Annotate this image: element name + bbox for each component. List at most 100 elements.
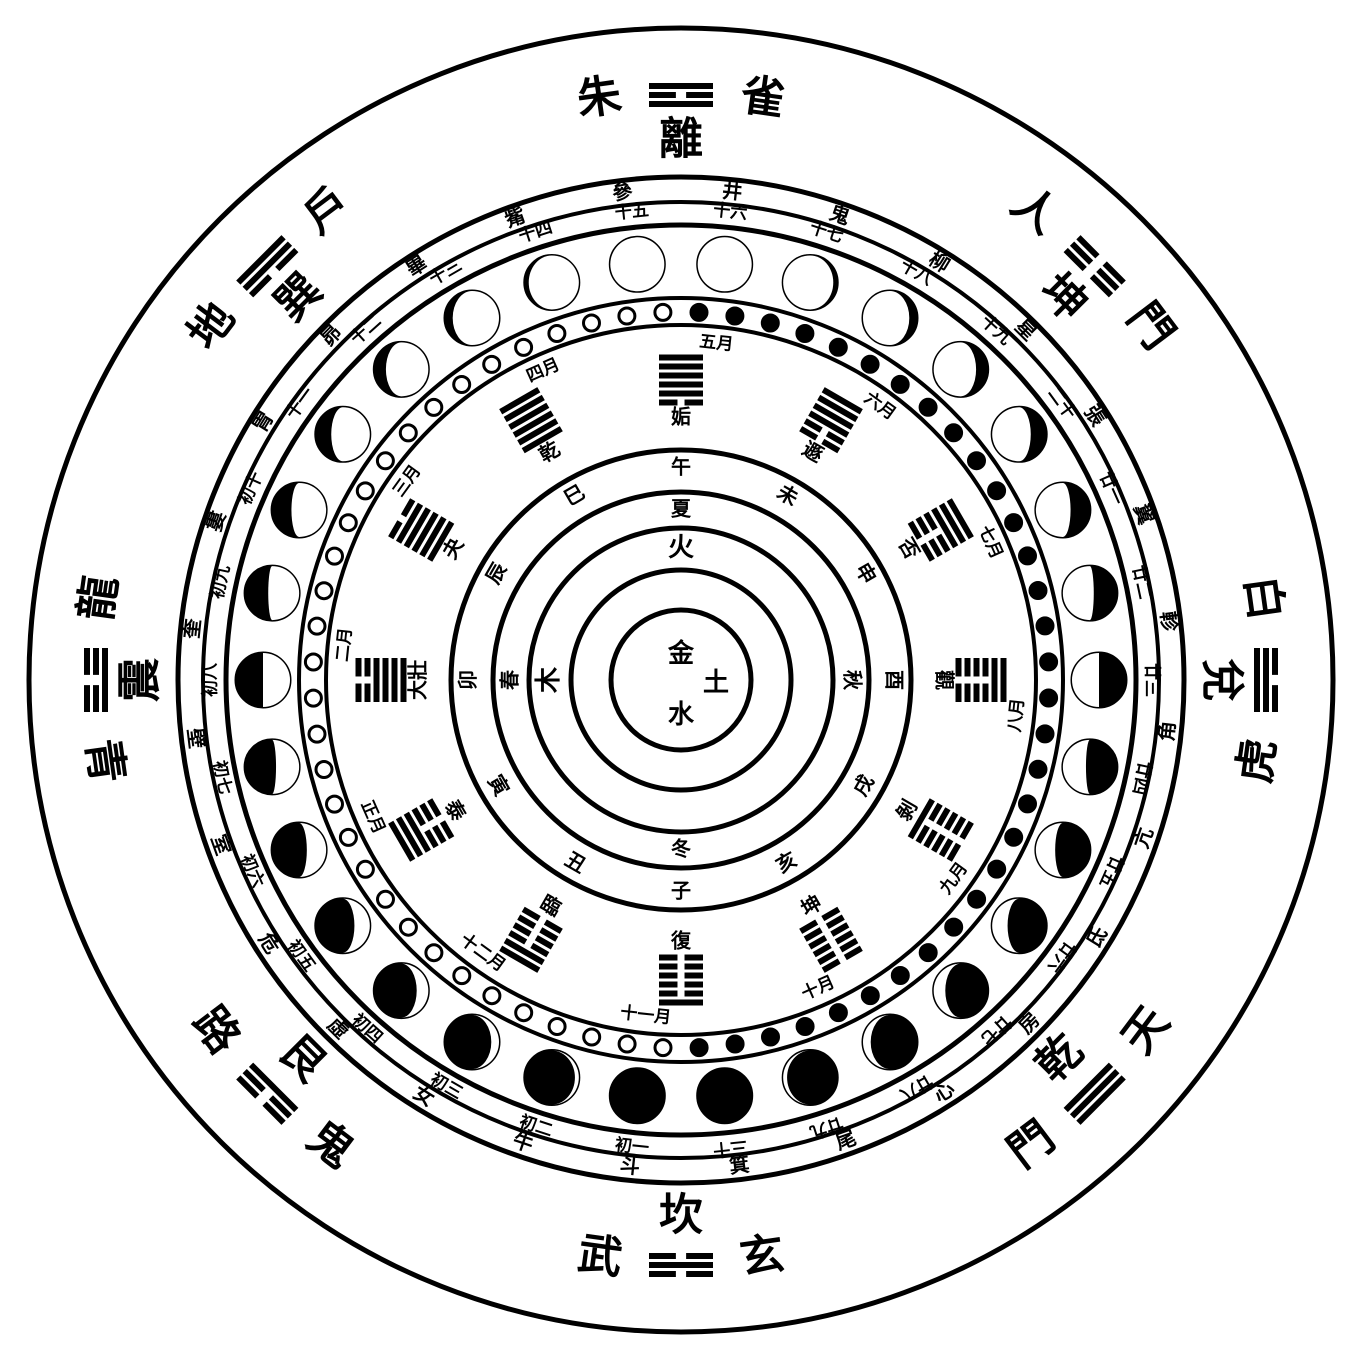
hexagram-name: 遯 [798, 436, 827, 467]
month-label: 十一月 [619, 1002, 672, 1028]
mansion-ring-outer [175, 174, 1187, 1186]
light-bead [376, 889, 395, 909]
light-bead [424, 397, 444, 417]
season-label: 春 [498, 669, 522, 691]
moon-day-label: 十一 [282, 383, 319, 423]
hexagram-name: 復 [670, 929, 692, 953]
moon-day-label: 初八 [200, 662, 221, 697]
season-label: 冬 [671, 837, 691, 861]
dark-bead [987, 481, 1007, 501]
direction-char: 天 [1112, 997, 1179, 1063]
dark-bead [828, 1003, 848, 1023]
dark-bead [918, 397, 938, 417]
dark-bead [725, 1034, 745, 1054]
light-bead [338, 513, 358, 533]
moon-phase [270, 481, 328, 539]
hexagram-name: 姤 [671, 405, 691, 429]
bead-ring-outer [297, 296, 1065, 1064]
light-bead [338, 827, 358, 847]
dark-bead [1028, 581, 1048, 600]
trigram-southeast [236, 235, 299, 298]
month-hexagram [355, 658, 407, 702]
moon-phase [372, 962, 430, 1020]
moon-day-label: 十九 [977, 311, 1016, 349]
dark-bead [1035, 616, 1055, 636]
dark-bead [987, 859, 1007, 879]
month-hexagram [799, 906, 863, 973]
mansion-label: 箕 [728, 1152, 751, 1178]
month-hexagram [907, 798, 974, 862]
trigram-name: 巽 [265, 264, 332, 331]
moon-day-label: 初五 [283, 936, 320, 976]
moon-phase [1061, 738, 1119, 796]
branch-label: 酉 [883, 670, 907, 690]
moon-phase [314, 405, 372, 463]
moon-day-label: 十五 [614, 199, 650, 223]
light-bead [307, 616, 327, 636]
moon-day-label: 廿三 [1142, 663, 1163, 697]
dark-bead [760, 313, 780, 333]
light-bead [547, 324, 567, 343]
dark-bead [860, 354, 880, 374]
month-label: 二月 [333, 627, 356, 663]
dark-bead [761, 1027, 780, 1047]
trigram-name: 坤 [1030, 264, 1097, 331]
hexagram-name: 大壯 [406, 660, 430, 700]
light-bead [582, 1027, 602, 1047]
moon-day-label: 三十 [712, 1136, 748, 1160]
branch-label: 亥 [772, 847, 801, 878]
moon-ring-outer [223, 222, 1139, 1138]
direction-char: 青 [76, 736, 133, 787]
bead-ring [303, 302, 1059, 1058]
dark-bead [860, 986, 880, 1006]
mansion-label: 參 [611, 179, 635, 205]
trigram-name: 離 [659, 114, 703, 165]
dark-bead [944, 917, 964, 937]
mansion-label: 井 [721, 178, 743, 204]
light-bead [514, 337, 534, 357]
moon-phase [1061, 564, 1119, 622]
trigram-west [1254, 648, 1278, 712]
moon-phases [234, 235, 1128, 1125]
moon-phase [523, 1049, 581, 1106]
light-bead [325, 794, 344, 814]
direction-char: 雀 [737, 69, 788, 126]
season-label: 夏 [671, 497, 692, 521]
moon-phase [1034, 481, 1092, 539]
moon-phase [696, 235, 754, 293]
season-label: 秋 [841, 670, 865, 691]
moon-phase [608, 235, 666, 293]
direction-char: 白 [1235, 573, 1292, 624]
dark-bead [689, 1038, 709, 1058]
trigram-south [649, 83, 713, 107]
dark-bead [725, 306, 745, 326]
planet-label: 火 [668, 533, 694, 563]
moon-day-label: 十二 [346, 311, 385, 349]
direction-char: 地 [178, 293, 245, 359]
light-bead [355, 481, 375, 501]
light-bead [424, 943, 444, 963]
month-hexagram [955, 658, 1007, 702]
planet-label: 木 [534, 667, 564, 694]
inner-ring [568, 567, 794, 793]
center-right-label: 土 [703, 668, 729, 698]
light-bead [482, 986, 502, 1006]
trigram-north [649, 1253, 713, 1277]
dark-bead [1039, 688, 1059, 708]
mansion-label: 軫 [1156, 610, 1182, 634]
moon-phase [243, 738, 301, 796]
month-hexagram [659, 354, 703, 406]
light-bead [617, 1034, 637, 1054]
month-hexagram [499, 387, 563, 454]
trigram-southwest [1063, 235, 1126, 298]
dark-bead [890, 374, 910, 394]
dark-bead [1028, 759, 1048, 779]
branch-label: 丑 [561, 847, 590, 878]
light-bead [582, 313, 601, 333]
branch-ring [448, 447, 914, 913]
dark-bead [918, 943, 938, 963]
hexagram-name: 臨 [536, 890, 565, 921]
moon-phase [781, 1049, 839, 1106]
moon-phase [243, 564, 301, 622]
